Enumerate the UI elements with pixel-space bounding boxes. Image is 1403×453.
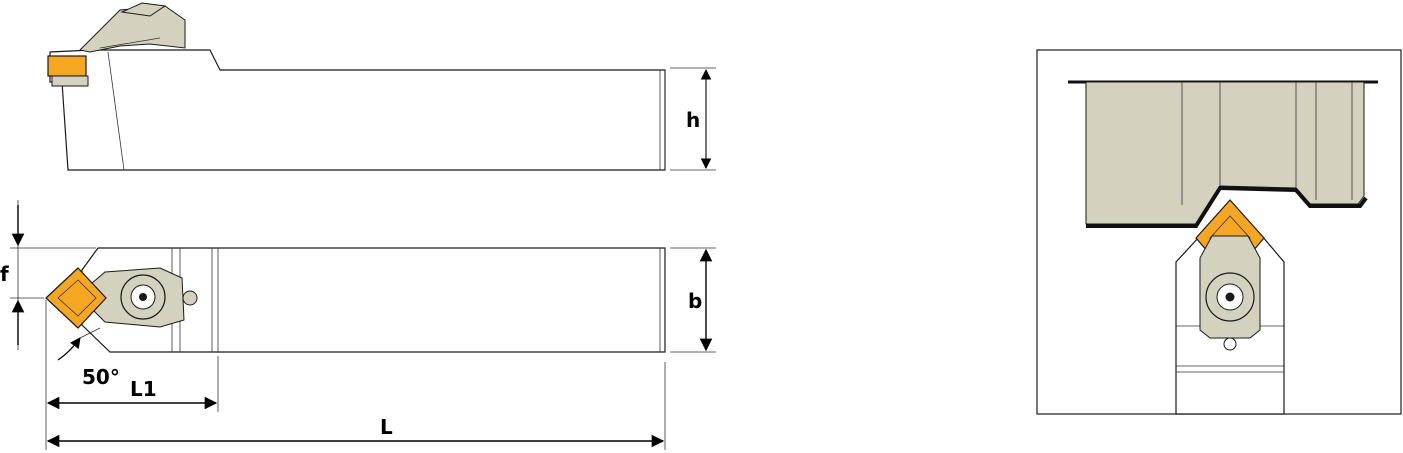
top-view-shank xyxy=(81,247,666,353)
label-L: L xyxy=(380,415,393,439)
dimension-b: b xyxy=(670,247,716,353)
dimension-L1: L1 xyxy=(46,356,219,412)
top-insert xyxy=(45,267,107,329)
label-angle: 50° xyxy=(82,365,120,389)
label-b: b xyxy=(688,289,702,313)
label-h: h xyxy=(686,108,700,132)
side-view-shank xyxy=(49,49,666,171)
side-insert xyxy=(47,55,87,77)
side-view xyxy=(47,2,666,171)
top-view xyxy=(45,247,666,353)
label-L1: L1 xyxy=(130,377,157,401)
dimension-L: L xyxy=(46,362,666,450)
label-f: f xyxy=(0,262,9,286)
dimension-f: f xyxy=(0,200,96,350)
detail-view xyxy=(1036,49,1402,415)
dimension-angle: 50° xyxy=(45,300,120,450)
dimension-h: h xyxy=(670,67,716,171)
